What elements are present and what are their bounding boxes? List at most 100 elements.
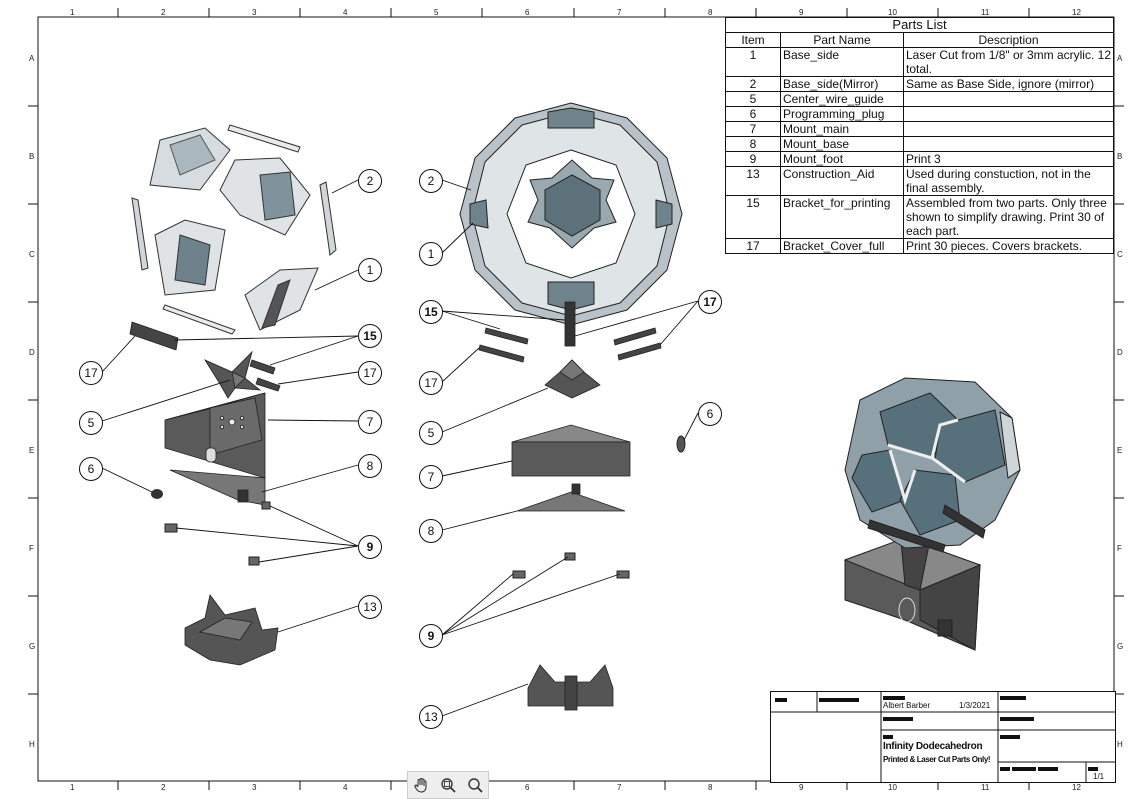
row-label: D: [1117, 348, 1123, 357]
item-number: 6: [725, 106, 781, 122]
balloon-callout: 13: [358, 595, 382, 619]
part-description: Print 3: [903, 151, 1114, 167]
col-label: 9: [799, 783, 804, 792]
balloon-callout: 5: [79, 411, 103, 435]
table-row: 5 Center_wire_guide: [725, 91, 1114, 107]
tb-author: Albert Barber: [883, 701, 931, 710]
col-label: 1: [70, 8, 75, 17]
tb-redacted-label: [1000, 764, 1059, 773]
left-exploded-panels: [131, 124, 337, 335]
left-construction-aid: [184, 594, 279, 666]
col-label: 6: [525, 783, 530, 792]
row-label: E: [1117, 446, 1123, 455]
part-name: Base_side(Mirror): [780, 76, 904, 92]
part-name: Programming_plug: [780, 106, 904, 122]
item-number: 8: [725, 136, 781, 152]
row-label: H: [1117, 740, 1123, 749]
parts-list-caption-row: Parts List: [725, 17, 1114, 33]
table-row: 6 Programming_plug: [725, 106, 1114, 122]
part-description: Assembled from two parts. Only three sho…: [903, 195, 1114, 239]
tb-redacted-label: [1088, 764, 1098, 773]
middle-programming-plug: [676, 435, 686, 453]
col-label: 7: [617, 783, 622, 792]
parts-list-header-row: Item Part Name Description: [725, 32, 1114, 48]
col-label: 8: [708, 783, 713, 792]
balloon-callout: 7: [358, 410, 382, 434]
balloon-callout: 15: [358, 324, 382, 348]
balloon-callout: 6: [79, 457, 103, 481]
zone-ticks: [28, 8, 1124, 790]
item-number: 2: [725, 76, 781, 92]
balloon-callout: 1: [419, 242, 443, 266]
col-label: 10: [888, 783, 897, 792]
balloon-callout: 8: [419, 519, 443, 543]
col-label: 3: [252, 8, 257, 17]
zoom-window-icon[interactable]: [438, 775, 458, 795]
part-name: Construction_Aid: [780, 166, 904, 196]
table-row: 1 Base_side Laser Cut from 1/8" or 3mm a…: [725, 47, 1114, 77]
balloon-callout: 17: [79, 361, 103, 385]
tb-redacted-label: [775, 695, 787, 704]
middle-brackets: [478, 301, 662, 363]
part-description: [903, 91, 1114, 107]
col-label: 3: [252, 783, 257, 792]
col-label: 12: [1072, 783, 1081, 792]
col-label: 4: [343, 8, 348, 17]
part-description: [903, 121, 1114, 137]
tb-redacted-label: [819, 695, 859, 704]
right-assembly-view: [843, 377, 1021, 651]
col-label: 11: [981, 783, 990, 792]
col-label: 8: [708, 8, 713, 17]
part-description: [903, 106, 1114, 122]
middle-mount-base: [516, 483, 626, 512]
balloon-callout: 9: [419, 624, 443, 648]
tb-date: 1/3/2021: [959, 701, 991, 710]
middle-construction-aid: [527, 664, 614, 711]
header-part-name: Part Name: [780, 32, 904, 48]
left-mount-foot-3: [261, 501, 271, 510]
col-label: 1: [70, 783, 75, 792]
left-mount-foot-2: [248, 556, 260, 566]
middle-mount-foot-3: [616, 570, 630, 579]
table-row: 7 Mount_main: [725, 121, 1114, 137]
col-label: 5: [434, 8, 439, 17]
balloon-callout: 9: [358, 535, 382, 559]
pan-hand-icon[interactable]: [411, 775, 431, 795]
table-row: 17 Bracket_Cover_full Print 30 pieces. C…: [725, 238, 1114, 254]
balloon-callout: 17: [698, 290, 722, 314]
left-mount-main: [164, 392, 266, 479]
item-number: 9: [725, 151, 781, 167]
table-row: 15 Bracket_for_printing Assembled from t…: [725, 195, 1114, 239]
left-mount-base: [169, 469, 266, 506]
viewer-toolbar: [407, 771, 489, 799]
part-description: Print 30 pieces. Covers brackets.: [903, 238, 1114, 254]
zoom-icon[interactable]: [465, 775, 485, 795]
title-block-grid: [771, 692, 1115, 782]
middle-wire-guide: [544, 359, 601, 399]
part-description: Used during constuction, not in the fina…: [903, 166, 1114, 196]
row-label: E: [29, 446, 35, 455]
table-row: 9 Mount_foot Print 3: [725, 151, 1114, 167]
part-description: Same as Base Side, ignore (mirror): [903, 76, 1114, 92]
col-label: 6: [525, 8, 530, 17]
item-number: 1: [725, 47, 781, 77]
row-label: H: [29, 740, 35, 749]
balloon-callout: 2: [358, 169, 382, 193]
balloon-callout: 17: [419, 371, 443, 395]
item-number: 15: [725, 195, 781, 239]
balloon-callout: 7: [419, 465, 443, 489]
balloon-callout: 2: [419, 169, 443, 193]
frame-border: [37, 16, 1115, 782]
row-label: B: [29, 152, 35, 161]
col-label: 4: [343, 783, 348, 792]
part-name: Bracket_for_printing: [780, 195, 904, 239]
balloon-callout: 5: [419, 421, 443, 445]
tb-redacted-label: [883, 714, 913, 723]
tb-redacted-label: [1000, 693, 1026, 702]
tb-redacted-label: [1000, 732, 1020, 741]
balloon-callout: 1: [358, 258, 382, 282]
col-label: 7: [617, 8, 622, 17]
tb-redacted-label: [1000, 714, 1034, 723]
tb-redacted-label: [883, 693, 905, 702]
